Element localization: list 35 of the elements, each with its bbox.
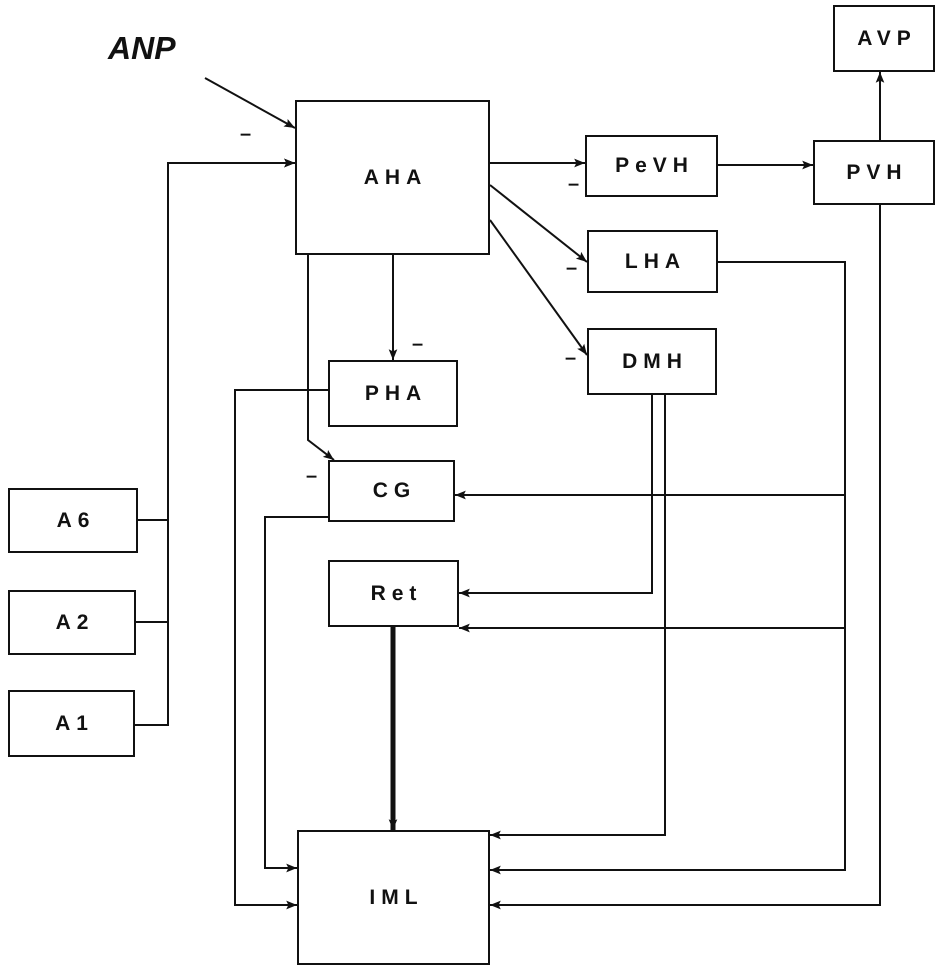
region-label: CG [372,479,416,503]
region-box [585,135,718,197]
region-label: IML [368,886,424,910]
region-box [328,560,459,627]
region-box [8,590,136,655]
region-label: A1 [54,712,94,736]
region-box [813,140,935,205]
arrow [234,389,328,912]
inhibition-sign: – [565,348,576,368]
region-label: Ret [370,582,422,606]
region-box [328,360,458,427]
inhibition-sign: – [240,124,252,144]
region-box [587,230,718,293]
inhibition-sign: – [306,466,318,486]
region-box [833,5,935,72]
region-label: AHA [362,166,428,190]
hormone-label: ANP [108,30,176,67]
region-label: A2 [54,610,94,634]
region-label: PeVH [614,154,694,178]
region-label: DMH [621,350,688,374]
region-label: AVP [856,26,917,50]
region-box [587,328,717,395]
inhibition-sign: – [566,258,578,278]
arrow [264,516,328,875]
region-label: PVH [845,160,908,184]
region-label: PHA [364,382,428,406]
region-label: A6 [56,508,96,532]
inhibition-sign: – [568,174,580,194]
region-box [328,460,455,522]
inhibition-sign: – [412,334,424,354]
region-box [297,830,490,965]
region-box [8,690,135,757]
region-label: LHA [624,250,686,274]
region-box [295,100,490,255]
region-box [8,488,138,553]
